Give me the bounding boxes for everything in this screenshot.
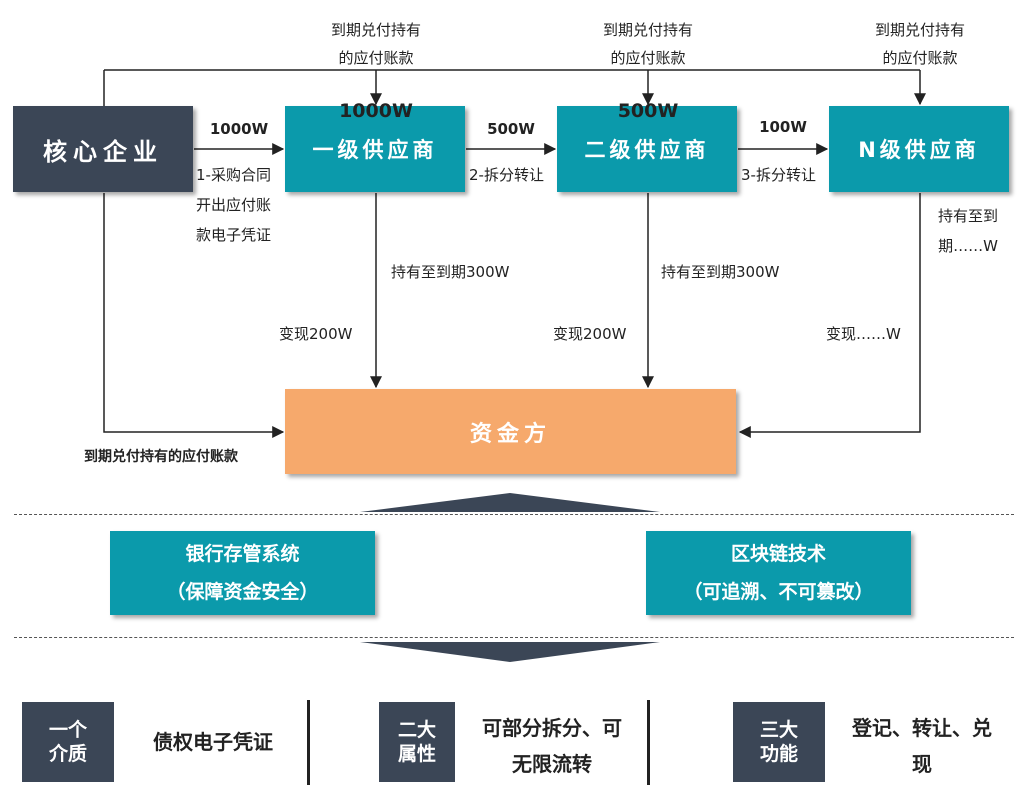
feature-3-text: 登记、转让、兑 现 bbox=[838, 710, 1006, 782]
tech-bank-line2: （保障资金安全） bbox=[166, 581, 319, 603]
feature-2-tag-line2: 属性 bbox=[397, 743, 436, 765]
node-funder-label: 资金方 bbox=[469, 421, 551, 447]
separator-bottom bbox=[14, 637, 1014, 638]
tier2-cash-label: 变现200W bbox=[553, 325, 627, 343]
tierN-hold-label: 持有至到 期……W bbox=[924, 201, 1012, 261]
tierN-hold-line1: 持有至到 bbox=[937, 207, 998, 225]
arrow-tierN-funder bbox=[738, 193, 921, 438]
top-label-tierN-line1: 到期兑付持有 bbox=[874, 21, 965, 39]
tier1-hold-label: 持有至到期300W bbox=[391, 263, 510, 281]
node-tier2-supplier: 二级供应商 bbox=[557, 106, 737, 192]
node-core-label: 核心企业 bbox=[43, 137, 163, 166]
feature-3-text-line1: 登记、转让、兑 bbox=[852, 716, 992, 740]
amount-tier2-tierN: 100W bbox=[759, 118, 807, 136]
feature-1-tag: 一个 介质 bbox=[22, 702, 114, 782]
top-label-tier2: 到期兑付持有 的应付账款 bbox=[588, 16, 708, 72]
node-tier1-label: 一级供应商 bbox=[312, 138, 438, 162]
down-triangle bbox=[360, 642, 660, 662]
core-funder-label: 到期兑付持有的应付账款 bbox=[84, 449, 238, 465]
top-label-tier2-line2: 的应付账款 bbox=[610, 49, 686, 67]
tier1-cash-label: 变现200W bbox=[279, 325, 353, 343]
feature-divider-1 bbox=[307, 700, 310, 785]
feature-1-tag-line1: 一个 bbox=[48, 719, 87, 741]
feature-2-text: 可部分拆分、可 无限流转 bbox=[466, 710, 638, 782]
node-funder: 资金方 bbox=[285, 389, 736, 474]
top-label-tierN: 到期兑付持有 的应付账款 bbox=[860, 16, 980, 72]
feature-2-tag: 二大 属性 bbox=[379, 702, 455, 782]
node-tierN-label: N级供应商 bbox=[858, 138, 980, 162]
feature-3-tag-line1: 三大 bbox=[759, 719, 798, 741]
tier2-total-amount: 500W bbox=[617, 100, 679, 122]
tierN-cash-label: 变现……W bbox=[826, 325, 901, 343]
arrow-core-funder bbox=[103, 193, 285, 438]
step1-line1: 1-采购合同 bbox=[196, 166, 271, 184]
tier1-total-amount: 1000W bbox=[339, 100, 413, 122]
feature-3-tag-line2: 功能 bbox=[759, 743, 798, 765]
feature-1-text-line1: 债权电子凭证 bbox=[153, 730, 273, 754]
feature-divider-2 bbox=[647, 700, 650, 785]
node-tierN-supplier: N级供应商 bbox=[829, 106, 1009, 192]
amount-tier1-tier2: 500W bbox=[487, 120, 535, 138]
node-tier2-label: 二级供应商 bbox=[584, 138, 710, 162]
step1-line3: 款电子凭证 bbox=[196, 226, 272, 244]
feature-2-text-line1: 可部分拆分、可 bbox=[482, 716, 622, 740]
tech-blockchain: 区块链技术 （可追溯、不可篡改） bbox=[646, 531, 911, 615]
amount-core-tier1: 1000W bbox=[209, 120, 269, 138]
step1-label: 1-采购合同 开出应付账 款电子凭证 bbox=[196, 160, 271, 250]
top-label-tier1-line1: 到期兑付持有 bbox=[330, 21, 421, 39]
step1-line2: 开出应付账 bbox=[196, 196, 272, 214]
node-tier1-supplier: 一级供应商 bbox=[285, 106, 465, 192]
step3-label: 3-拆分转让 bbox=[741, 166, 816, 184]
feature-2-tag-line1: 二大 bbox=[397, 719, 436, 741]
tech-bank-line1: 银行存管系统 bbox=[185, 543, 300, 565]
node-core-enterprise: 核心企业 bbox=[13, 106, 193, 192]
step2-label: 2-拆分转让 bbox=[469, 166, 544, 184]
top-label-tier2-line1: 到期兑付持有 bbox=[602, 21, 693, 39]
top-label-tier1: 到期兑付持有 的应付账款 bbox=[316, 16, 436, 72]
up-triangle bbox=[360, 493, 660, 512]
feature-1-tag-line2: 介质 bbox=[48, 743, 87, 765]
tierN-hold-line2: 期……W bbox=[938, 237, 998, 255]
separator-top bbox=[14, 514, 1014, 515]
tech-chain-line2: （可追溯、不可篡改） bbox=[683, 581, 874, 603]
feature-1-text: 债权电子凭证 bbox=[132, 724, 294, 760]
feature-3-text-line2: 现 bbox=[912, 752, 932, 776]
tech-chain-line1: 区块链技术 bbox=[730, 543, 826, 565]
tier2-hold-label: 持有至到期300W bbox=[661, 263, 780, 281]
feature-2-text-line2: 无限流转 bbox=[512, 752, 592, 776]
top-label-tier1-line2: 的应付账款 bbox=[338, 49, 414, 67]
feature-3-tag: 三大 功能 bbox=[733, 702, 825, 782]
tech-bank-custody: 银行存管系统 （保障资金安全） bbox=[110, 531, 375, 615]
top-label-tierN-line2: 的应付账款 bbox=[882, 49, 958, 67]
